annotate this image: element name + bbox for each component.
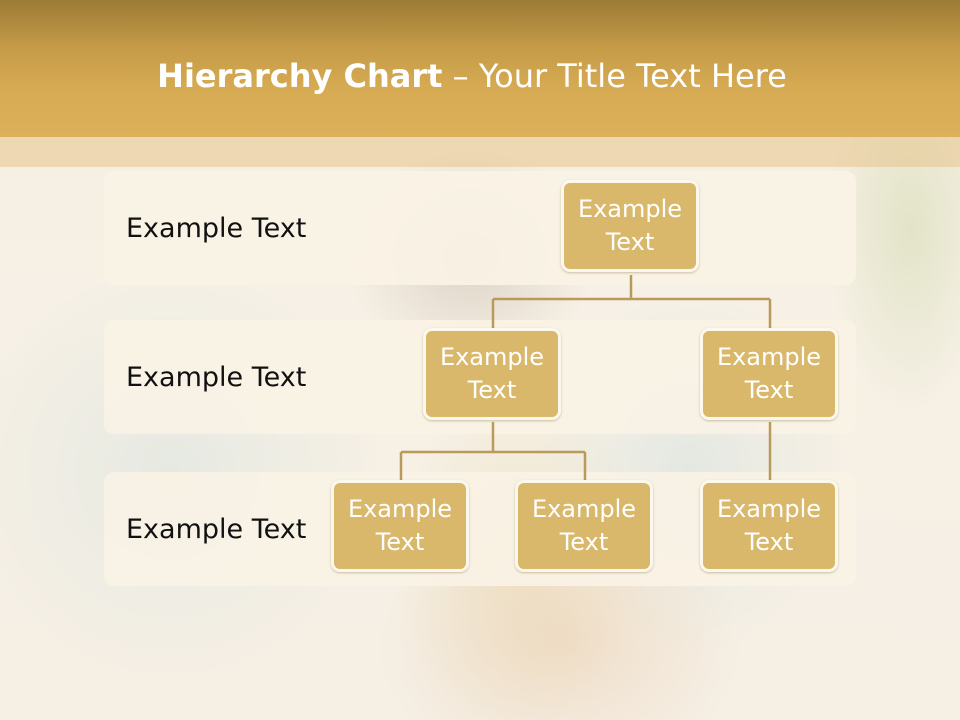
level-label-1: Example Text	[126, 212, 307, 244]
org-node-level2-right[interactable]: Example Text	[700, 328, 838, 420]
title-bar: Hierarchy Chart – Your Title Text Here	[0, 0, 960, 137]
org-node-level2-left[interactable]: Example Text	[423, 328, 561, 420]
level-band-1: Example Text	[104, 171, 856, 285]
org-node-root[interactable]: Example Text	[561, 180, 699, 272]
org-node-level3-c[interactable]: Example Text	[700, 480, 838, 572]
level-label-3: Example Text	[126, 513, 307, 545]
org-node-level3-b[interactable]: Example Text	[515, 480, 653, 572]
title-rest-part: – Your Title Text Here	[442, 57, 787, 95]
slide-title: Hierarchy Chart – Your Title Text Here	[0, 56, 944, 96]
org-node-level3-a[interactable]: Example Text	[331, 480, 469, 572]
header-accent-band	[0, 137, 960, 167]
title-bold-part: Hierarchy Chart	[157, 57, 443, 95]
level-label-2: Example Text	[126, 361, 307, 393]
